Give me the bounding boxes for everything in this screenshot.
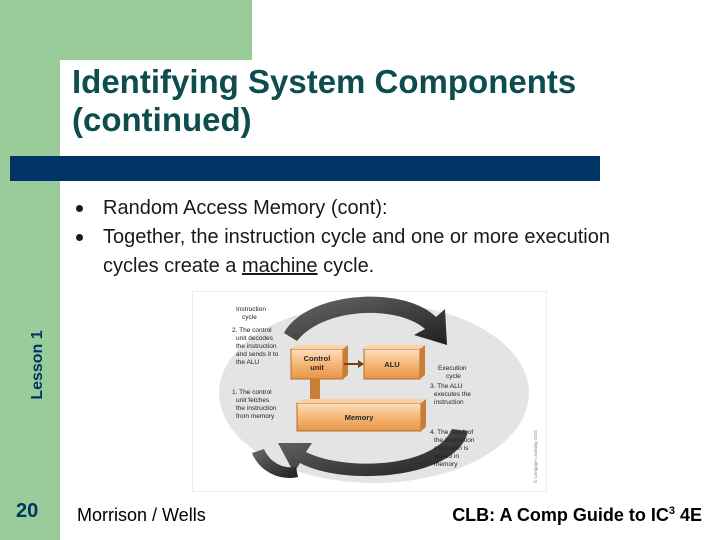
- title-background: [60, 60, 600, 156]
- step2-line-1: 2. The control: [232, 327, 272, 334]
- footer-course-title: CLB: A Comp Guide to IC3 4E: [452, 505, 702, 526]
- green-side-rail: [0, 158, 60, 540]
- step3-line-3: instruction: [434, 399, 464, 406]
- footer-title-suffix: 4E: [674, 505, 702, 525]
- bullet-dot-icon: [76, 234, 83, 241]
- footer-title-prefix: CLB: A Comp Guide to IC: [452, 505, 669, 525]
- step3-line-1: 3. The ALU: [430, 383, 463, 390]
- left-return-arrow: [252, 449, 298, 478]
- step4-line-1: 4. The result of: [430, 429, 473, 436]
- step1-line-2: unit fetches: [236, 397, 270, 404]
- footer-title-superscript: 3: [668, 505, 675, 517]
- alu-label: ALU: [384, 360, 399, 369]
- instruction-cycle-label-2: cycle: [242, 314, 257, 321]
- control-unit-box-top: [291, 345, 348, 349]
- title-divider-bar: [10, 156, 600, 181]
- step3-line-2: executes the: [434, 391, 471, 398]
- execution-cycle-label-1: Execution: [438, 365, 467, 372]
- bullet-list: Random Access Memory (cont): Together, t…: [72, 194, 632, 281]
- title-line-1: Identifying System Components: [72, 63, 577, 100]
- memory-box-top: [297, 399, 426, 403]
- emphasized-term: machine: [241, 255, 318, 277]
- step2-line-4: and sends it to: [236, 351, 279, 358]
- step4-line-2: the instruction: [434, 437, 475, 444]
- machine-cycle-diagram: Control unit ALU Memory Instruction cycl…: [192, 291, 547, 492]
- control-unit-label-2: unit: [310, 363, 324, 372]
- step4-line-4: stored in: [434, 453, 459, 460]
- instruction-cycle-label-1: Instruction: [236, 306, 266, 313]
- execution-cycle-label-2: cycle: [446, 373, 461, 380]
- memory-box-side: [421, 399, 426, 431]
- cpu-memory-link: [310, 379, 320, 399]
- lesson-label: Lesson 1: [29, 330, 46, 400]
- bullet-text: Random Access Memory (cont):: [103, 197, 388, 219]
- bullet-item: Together, the instruction cycle and one …: [72, 223, 632, 281]
- image-credit: © Cengage Learning 2015: [532, 430, 538, 483]
- control-unit-label-1: Control: [304, 354, 331, 363]
- control-to-alu-arrowhead: [358, 360, 364, 368]
- title-line-2: (continued): [72, 101, 252, 138]
- alu-box: [363, 348, 421, 380]
- step1-line-3: the instruction: [236, 405, 277, 412]
- bullet-text-before: Together, the instruction cycle and one …: [103, 226, 610, 277]
- slide-title: Identifying System Components (continued…: [72, 63, 602, 139]
- step4-line-5: memory: [434, 461, 458, 468]
- step2-line-3: the instruction: [236, 343, 277, 350]
- alu-box-side: [420, 345, 425, 379]
- step2-line-5: the ALU: [236, 359, 259, 366]
- step1-line-1: 1. The control: [232, 389, 272, 396]
- bullet-text-after: cycle.: [317, 255, 375, 277]
- footer-authors: Morrison / Wells: [77, 505, 206, 525]
- page-number: 20: [16, 500, 39, 522]
- bullet-item: Random Access Memory (cont):: [72, 194, 632, 223]
- step1-line-4: from memory: [236, 413, 275, 420]
- step4-line-3: execution is: [434, 445, 469, 452]
- bullet-dot-icon: [76, 205, 83, 212]
- memory-label: Memory: [345, 413, 375, 422]
- bottom-cycle-arrow: [278, 429, 468, 477]
- step2-line-2: unit decodes: [236, 335, 274, 342]
- top-cycle-arrow: [284, 296, 447, 345]
- control-unit-box-side: [343, 345, 348, 379]
- alu-box-top: [364, 345, 425, 349]
